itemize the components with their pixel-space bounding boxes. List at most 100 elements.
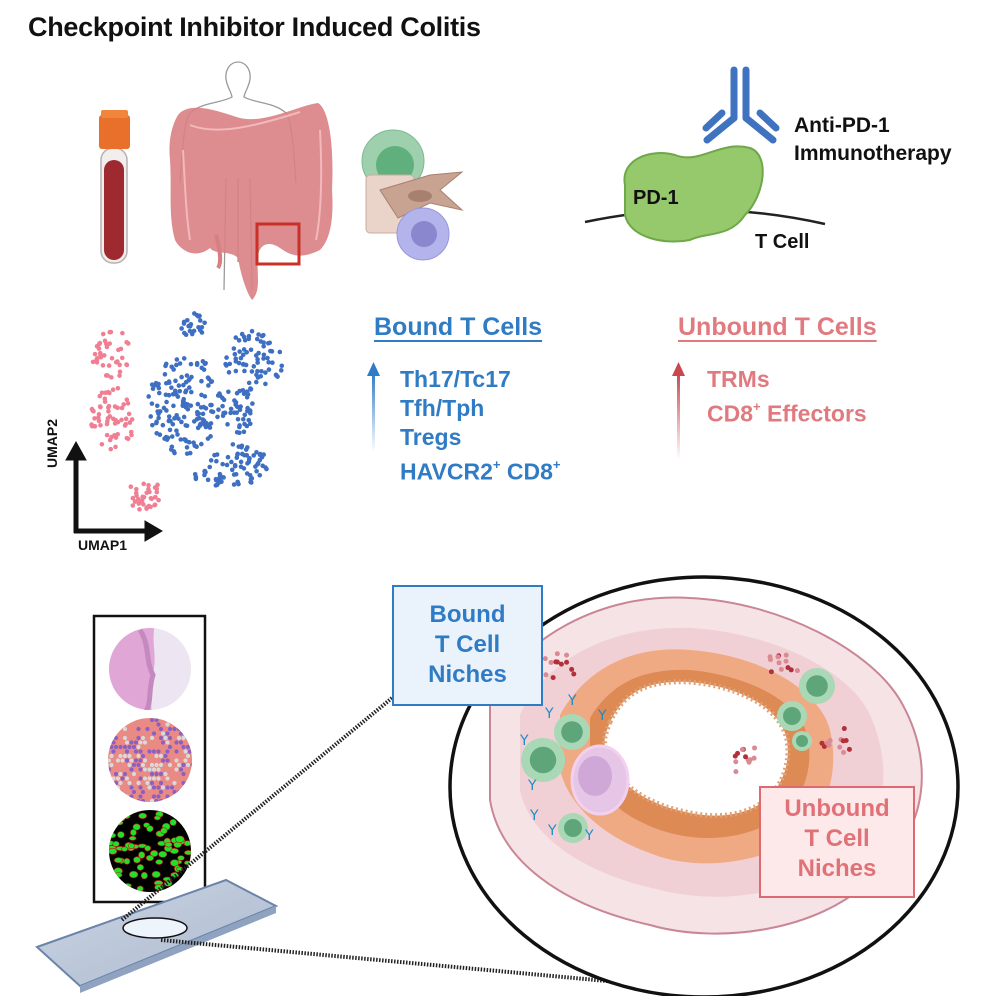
- bound-niche-line3: Niches: [428, 661, 507, 688]
- unbound-cell-point: [132, 499, 138, 504]
- spot: [129, 740, 134, 745]
- bound-cell-point: [245, 405, 250, 411]
- bound-cell-point: [154, 403, 160, 409]
- bound-cell-point: [187, 328, 193, 334]
- spot: [149, 798, 155, 802]
- bound-cell-point: [179, 419, 184, 425]
- bound-cell-point: [225, 422, 230, 427]
- unbound-t-cells-header: Unbound T Cells: [678, 313, 877, 341]
- granules-group: [542, 651, 852, 775]
- bound-cell-point: [208, 421, 214, 426]
- spot: [156, 776, 161, 781]
- unbound-cell-point: [96, 346, 102, 351]
- granule: [768, 669, 774, 675]
- nucleus: [128, 842, 135, 849]
- spot: [147, 785, 152, 790]
- granule: [840, 738, 846, 744]
- blood-tube-icon: [99, 110, 130, 264]
- unbound-cell-point: [92, 351, 98, 357]
- bound-cell-point: [191, 328, 197, 334]
- spot: [165, 794, 170, 799]
- granule: [824, 740, 830, 746]
- spot: [160, 740, 166, 745]
- bound-cell-point: [148, 414, 154, 419]
- unbound-cell-point: [117, 369, 123, 375]
- spot: [149, 718, 155, 723]
- bound-cell-point: [202, 469, 207, 474]
- bound-cell-point: [207, 464, 213, 470]
- spot: [140, 753, 146, 759]
- unbound-cell-point: [130, 495, 136, 501]
- spot: [113, 771, 119, 777]
- granule: [747, 757, 753, 763]
- spot: [129, 767, 134, 772]
- bound-cell-point: [192, 311, 197, 316]
- spot: [122, 753, 128, 759]
- spot: [133, 758, 139, 763]
- bound-cell-point: [239, 451, 245, 457]
- t-cell-nucleus: [529, 746, 557, 774]
- bound-cell-point: [254, 449, 259, 455]
- unbound-cell-point: [154, 486, 160, 492]
- spot: [154, 762, 159, 768]
- granule: [554, 659, 560, 665]
- granule: [550, 675, 556, 681]
- spot: [149, 771, 155, 777]
- bound-niche-callout: Bound T Cell Niches: [392, 585, 543, 706]
- bound-cell-point: [164, 399, 169, 405]
- bound-cell-point: [150, 386, 156, 391]
- bound-cell-point: [176, 383, 182, 388]
- bound-cell-point: [249, 480, 254, 485]
- nucleus: [145, 854, 154, 862]
- bound-cell-point: [202, 394, 208, 399]
- spot: [145, 726, 150, 732]
- granule: [743, 754, 749, 760]
- spot: [142, 767, 148, 772]
- spot: [136, 735, 141, 741]
- spot: [181, 735, 186, 741]
- spot: [122, 726, 128, 732]
- nucleus: [144, 845, 151, 852]
- nucleus: [149, 850, 159, 857]
- spot: [174, 749, 179, 754]
- bound-cell-point: [191, 440, 196, 446]
- bound-cell-point: [259, 333, 265, 339]
- bound-cell-point: [195, 401, 201, 407]
- bound-cell-point: [242, 421, 247, 427]
- unbound-cell-point: [102, 338, 108, 344]
- bound-cell-point: [263, 465, 268, 470]
- bound-cell-point: [175, 432, 180, 437]
- bound-cell-point: [177, 388, 183, 394]
- spot: [140, 762, 146, 768]
- bound-t-cells-header: Bound T Cells: [374, 313, 543, 341]
- unbound-cell-point: [120, 330, 125, 336]
- nucleus: [112, 840, 120, 847]
- bound-cell-point: [245, 461, 250, 466]
- unbound-cell-point: [141, 502, 146, 507]
- bound-cell-point: [231, 346, 237, 351]
- umap-scatter: [89, 311, 285, 512]
- unbound-cell-point: [128, 484, 134, 490]
- bound-cell-point: [149, 382, 155, 387]
- bound-cell-point: [235, 416, 241, 422]
- nucleus: [169, 818, 177, 826]
- bound-cell-point: [249, 369, 255, 374]
- unbound-cell-point: [117, 362, 122, 368]
- pd1-receptor-icon: [623, 145, 764, 243]
- bound-cell-point: [228, 406, 234, 412]
- bound-cell-point: [233, 368, 239, 374]
- sample-region-marker: [255, 222, 301, 266]
- unbound-cell-point: [156, 497, 161, 503]
- spot: [165, 758, 170, 763]
- bound-cell-point: [179, 326, 184, 331]
- spot: [140, 735, 146, 741]
- granule: [841, 726, 847, 732]
- spot: [151, 749, 157, 754]
- spot: [158, 726, 164, 732]
- bound-cell-point: [246, 417, 252, 423]
- bound-cell-point: [154, 420, 159, 426]
- bound-cell-point: [261, 340, 266, 345]
- bound-cell-point: [198, 405, 204, 410]
- spot: [145, 780, 150, 786]
- bound-cell-point: [185, 406, 191, 412]
